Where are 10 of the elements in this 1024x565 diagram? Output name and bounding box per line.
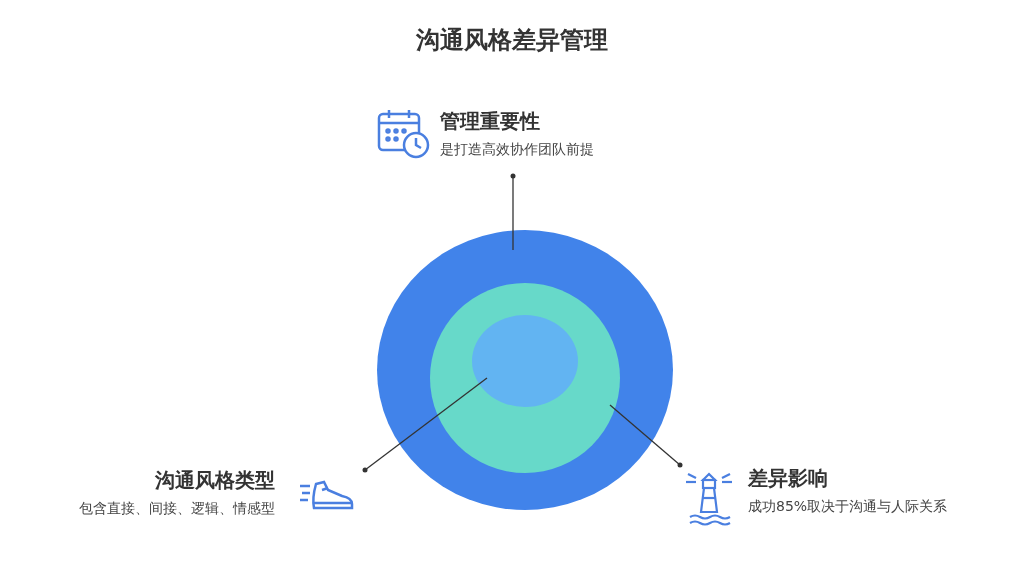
heading: 差异影响: [748, 465, 829, 492]
diagram-title: 沟通风格差异管理: [415, 25, 609, 56]
leader-line: [362, 377, 488, 473]
description: 是打造高效协作团队前提: [440, 140, 595, 159]
leader-line: [609, 404, 683, 468]
heading: 管理重要性: [440, 108, 541, 135]
description: 成功85%取决于沟通与人际关系: [748, 497, 949, 516]
description: 包含直接、间接、逻辑、情感型: [78, 499, 275, 518]
leader-line: [510, 173, 516, 251]
heading: 沟通风格类型: [154, 467, 275, 494]
